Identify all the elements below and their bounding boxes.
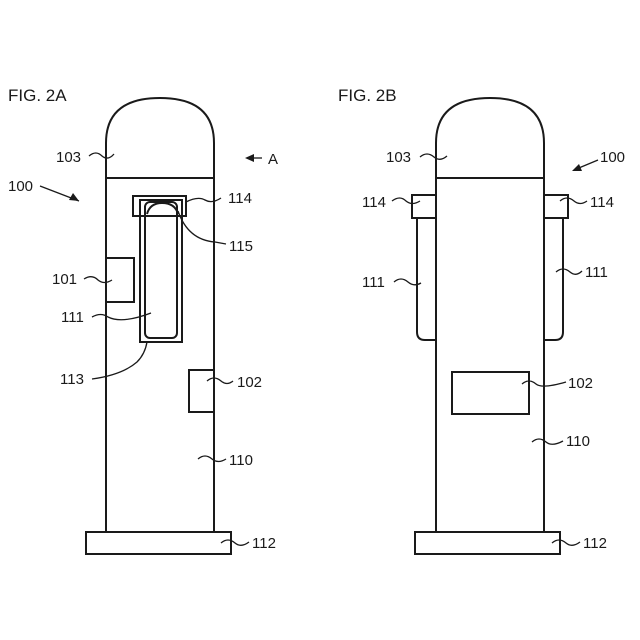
ref-100: 100 [8,178,33,195]
leader-111 [92,313,151,320]
pillar-base-2b [415,532,560,554]
arrow-100-head-2b [572,164,582,171]
holder-114-left [412,195,436,218]
leader-112-2b [552,540,580,545]
ref-102: 102 [237,374,262,391]
ref-110-2b: 110 [566,433,590,450]
arrow-100-head [69,193,79,201]
ref-102-2b: 102 [568,375,593,392]
dome-cap [106,98,214,178]
handle-111-right [544,218,563,340]
figure-2a-title: FIG. 2A [8,86,67,105]
ref-112: 112 [252,535,276,552]
pillar-body-2b [436,178,544,532]
panel-102 [189,370,214,412]
figure-2b-title: FIG. 2B [338,86,397,105]
ref-103: 103 [56,149,81,166]
pillar-base [86,532,231,554]
ref-115: 115 [229,238,253,255]
ref-111-left: 111 [362,274,385,291]
leader-114 [186,198,221,202]
handle-111-left [417,218,436,340]
leader-110 [198,456,226,462]
pillar-body [106,178,214,532]
ref-112-2b: 112 [583,535,607,552]
ref-114-right: 114 [590,194,614,211]
leader-111-right [556,269,582,274]
recess-113 [140,200,182,342]
ref-101: 101 [52,271,77,288]
ref-110: 110 [229,452,253,469]
ref-113: 113 [60,371,84,388]
leader-112 [221,540,249,545]
leader-102 [207,378,233,384]
leader-101 [84,277,112,283]
ref-114-left: 114 [362,194,386,211]
leader-110-2b [532,439,563,444]
hook-115 [147,203,178,214]
arrow-a-head [245,154,254,162]
figure-2b: FIG. 2B 103 100 114 114 111 111 [338,86,625,554]
ref-111: 111 [61,309,84,326]
handle-111 [145,202,177,338]
ref-114: 114 [228,190,252,207]
ref-103-2b: 103 [386,149,411,166]
leader-103 [89,153,114,158]
leader-114-left [392,198,420,204]
figure-2a: FIG. 2A 103 [8,86,278,554]
panel-102-2b [452,372,529,414]
ref-a: A [268,151,278,168]
panel-101 [106,258,134,302]
dome-cap-2b [436,98,544,178]
ref-100-2b: 100 [600,149,625,166]
ref-111-right: 111 [585,264,608,281]
leader-103-2b [420,154,447,159]
leader-114-right [560,198,587,204]
leader-113 [92,342,147,379]
